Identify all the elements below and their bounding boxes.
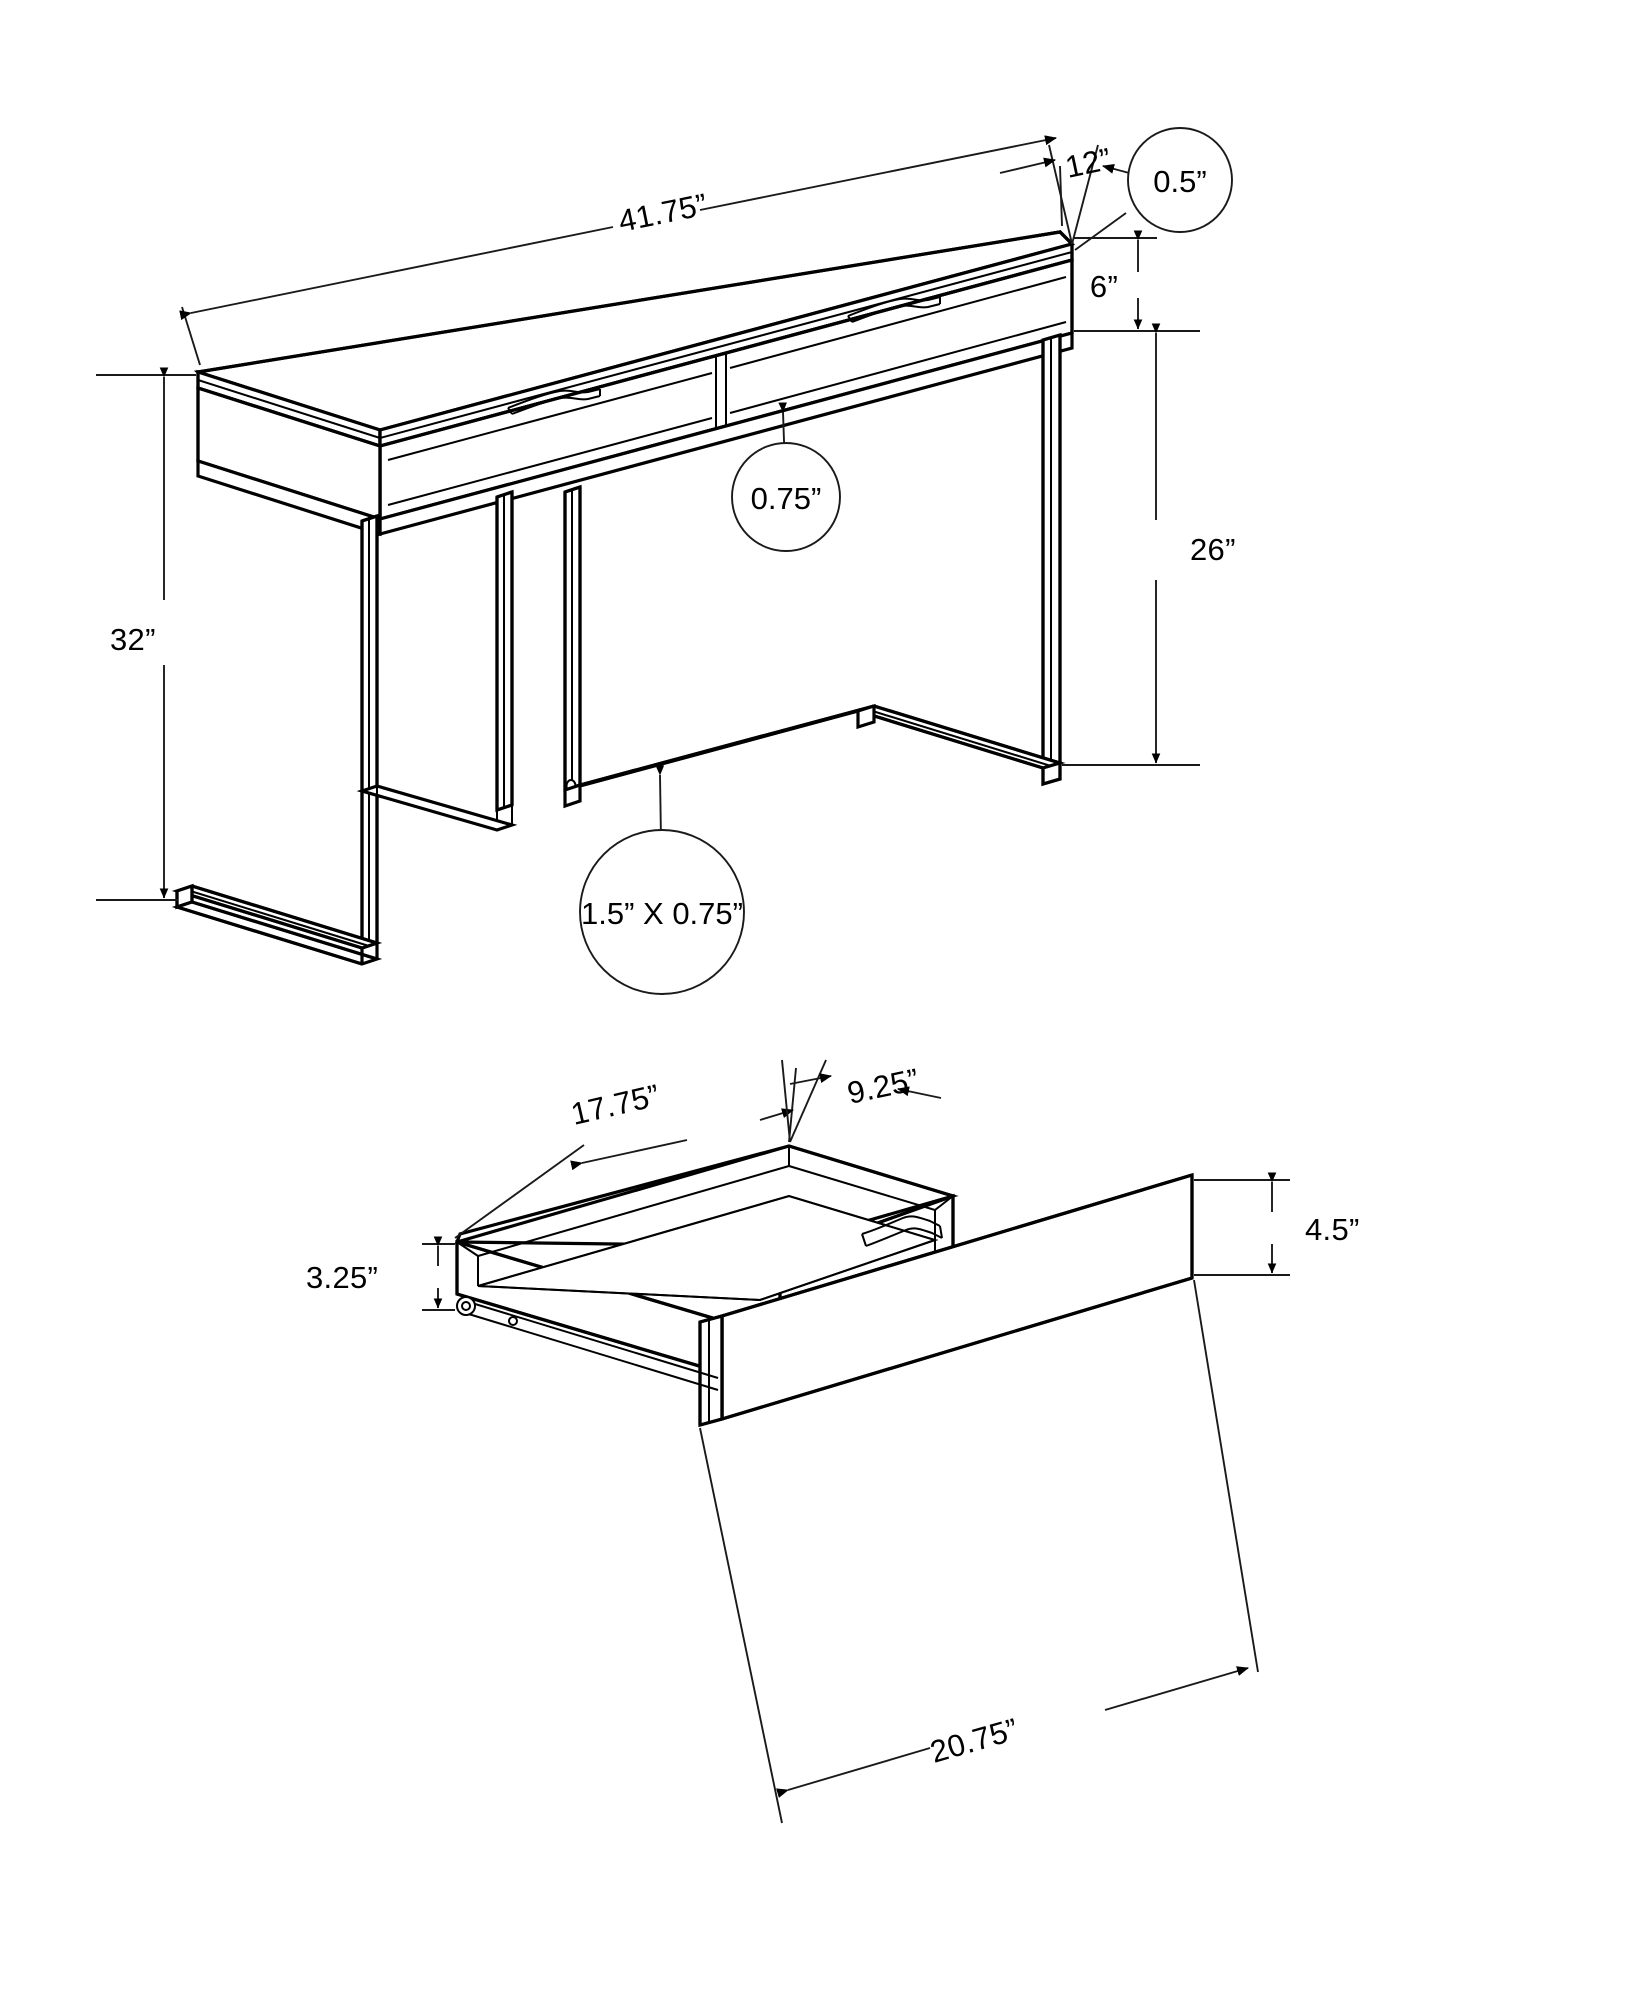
drawer-slide-rail: [456, 1296, 719, 1391]
callout-label-panel-thickness: 0.75”: [751, 481, 822, 516]
callout-circle-top-thickness: [1127, 127, 1233, 233]
dim-label-drawer-front-width: 20.75”: [926, 1711, 1022, 1769]
callout-label-frame-profile: 1.5” X 0.75”: [581, 896, 743, 931]
dimension-leg-height: 26”: [1062, 323, 1236, 766]
dimension-drawer-box-height: 3.25”: [306, 1236, 455, 1311]
callout-frame-profile: 1.5” X 0.75”: [579, 765, 745, 995]
callout-top-thickness: 0.5”: [1074, 127, 1233, 251]
callout-circle-panel-thickness: [731, 442, 841, 552]
dim-label-drawer-box-height: 3.25”: [306, 1260, 378, 1295]
dim-label-top-depth: 12”: [1062, 141, 1114, 185]
dimension-drawer-front-height: 4.5”: [1194, 1172, 1360, 1276]
dim-label-drawer-box-width: 17.75”: [568, 1078, 663, 1132]
table-top-slab: [194, 230, 1076, 449]
view-console-table: 41.75” 12” 0.5” 6”: [96, 127, 1236, 995]
dim-label-drawer-front-height: 4.5”: [1305, 1212, 1360, 1247]
dim-label-apron-drop: 6”: [1090, 269, 1118, 304]
dim-label-leg-height: 26”: [1190, 532, 1236, 567]
drawer-front-panel: [698, 1172, 1194, 1428]
dim-label-top-length: 41.75”: [615, 187, 710, 239]
metal-frame-base: [171, 332, 1066, 966]
dimension-top-depth: 12”: [999, 141, 1149, 245]
dim-label-drawer-box-depth: 9.25”: [844, 1062, 922, 1111]
drawer-band: [196, 257, 1074, 537]
dimension-drawer-box-depth: 9.25”: [781, 1059, 942, 1143]
callout-panel-thickness: 0.75”: [731, 402, 841, 552]
view-drawer-detail: 17.75” 9.25” 4.5”: [306, 1059, 1360, 1824]
dim-label-overall-height: 32”: [110, 622, 156, 657]
callout-circle-frame-profile: [579, 829, 745, 995]
dimension-overall-height: 32”: [96, 367, 196, 901]
callout-label-top-thickness: 0.5”: [1153, 164, 1206, 199]
dimension-apron-drop: 6”: [1074, 230, 1157, 332]
